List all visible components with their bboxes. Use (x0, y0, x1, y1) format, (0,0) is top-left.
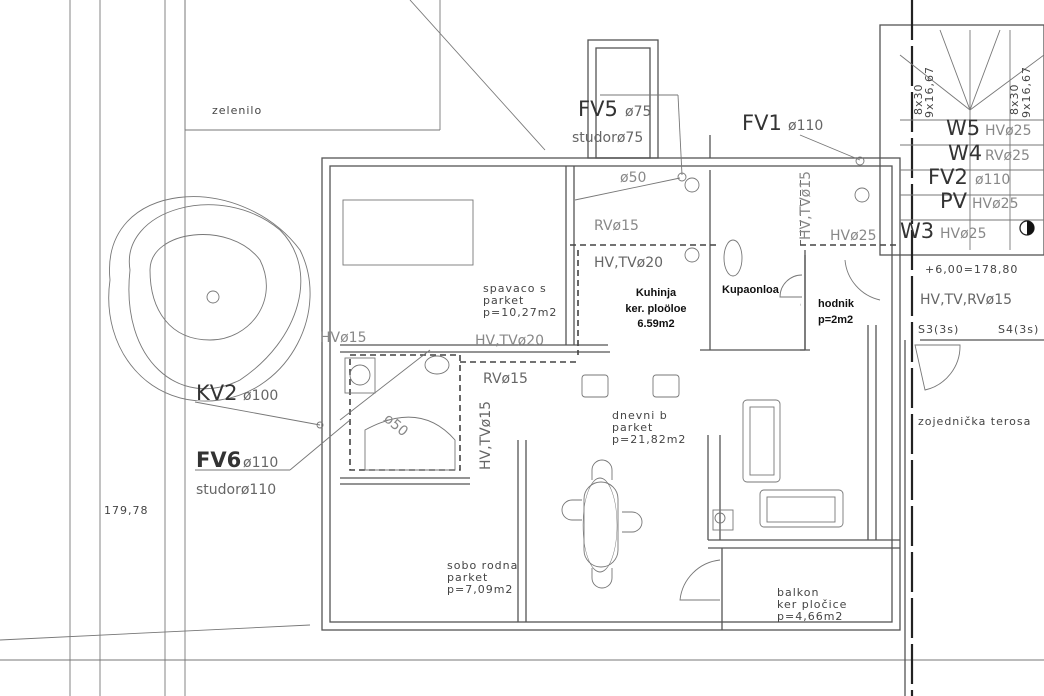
wc-hvtv15: HV,TVø15 (478, 401, 494, 470)
w4-code: W4 (948, 141, 982, 165)
bedroom-name: spavaco s (483, 282, 547, 295)
living-name: dnevni b (612, 409, 668, 422)
bath-hvtv15: HV,TVø15 (798, 171, 814, 240)
study-area: p=7,09m2 (447, 583, 513, 596)
hall-area: p=2m2 (818, 314, 853, 326)
kitchen-floor: ker. ploöloe (625, 303, 686, 315)
stair-dim-1a: 8x30 (912, 83, 925, 115)
bedroom-hvtv20: HV,TVø20 (475, 333, 544, 349)
exterior-walls (321, 39, 901, 631)
study-name: sobo rodna (447, 559, 518, 572)
fv6-note: studorø110 (196, 482, 276, 498)
w5-code: W5 (946, 116, 980, 140)
left-hv15: HVø15 (320, 330, 366, 346)
balcony-area: p=4,66m2 (777, 610, 843, 623)
washbasin-icon (723, 239, 743, 277)
fv6-size: ø110 (243, 455, 278, 471)
living-floor: parket (612, 421, 653, 434)
balcony-floor: ker pločice (777, 598, 847, 611)
w3-code: W3 (900, 219, 934, 243)
study-floor: parket (447, 571, 488, 584)
stair-dim-2b: 9x16,67 (1020, 66, 1033, 118)
terrace-label: zojednička terosa (918, 415, 1031, 428)
s3-label: S3(3s) (918, 323, 959, 336)
fv1-code: FV1 (742, 111, 782, 135)
bathroom-name: Kupaonloa (722, 284, 780, 296)
stair-pipes: HV,TV,RVø15 (920, 292, 1012, 308)
staircase (879, 0, 1044, 696)
kv2-size: ø100 (243, 388, 278, 404)
living-area: p=21,82m2 (612, 433, 686, 446)
kv2-code: KV2 (196, 381, 238, 405)
furniture (561, 374, 844, 601)
s4-label: S4(3s) (998, 323, 1039, 336)
greenery-label: zelenilo (212, 104, 262, 117)
bath-drain: ø50 (380, 411, 411, 440)
w4-size: RVø25 (985, 148, 1030, 164)
fv5-size: ø75 (625, 104, 651, 120)
kitchen-rv15: RVø15 (594, 218, 639, 234)
bedroom-area: p=10,27m2 (483, 306, 557, 319)
pv-code: PV (940, 189, 968, 213)
pv-size: HVø25 (972, 196, 1018, 212)
w3-size: HVø25 (940, 226, 986, 242)
kitchen-drain: ø50 (620, 170, 646, 186)
fv6-code: FV6 (196, 448, 241, 472)
door-swing (779, 274, 803, 298)
kitchen-area: 6.59m2 (637, 318, 674, 330)
fv5-code: FV5 (578, 97, 618, 121)
kitchen-name: Kuhinja (636, 287, 677, 299)
elevation-label: 179,78 (104, 504, 149, 517)
tree-symbol (108, 196, 311, 402)
hall-name: hodnik (818, 298, 855, 310)
fv2-code: FV2 (928, 165, 968, 189)
stair-dim-1b: 9x16,67 (923, 66, 936, 118)
bathroom-overlay (718, 170, 800, 352)
stair-dim-2a: 8x30 (1008, 83, 1021, 115)
balcony-name: balkon (777, 586, 819, 599)
fv1-size: ø110 (788, 118, 823, 134)
stair-level: +6,00=178,80 (925, 263, 1018, 276)
fv5-note: studorø75 (572, 130, 643, 146)
w5-size: HVø25 (985, 123, 1031, 139)
bedroom-rv15: RVø15 (483, 371, 528, 387)
bath-hv25: HVø25 (830, 228, 876, 244)
fv2-size: ø110 (975, 172, 1010, 188)
interior-walls (340, 166, 900, 630)
kitchen-hvtv20: HV,TVø20 (594, 255, 663, 271)
kitchen-overlay (608, 270, 706, 348)
bedroom-floor: parket (483, 294, 524, 307)
